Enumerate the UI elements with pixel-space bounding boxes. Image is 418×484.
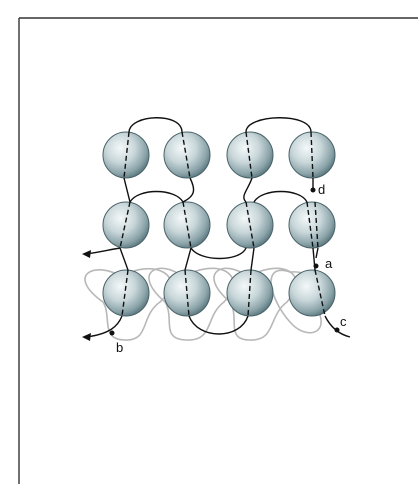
label-c: c — [340, 314, 347, 329]
bead-grid — [102, 131, 336, 317]
bead — [102, 131, 150, 179]
bead — [163, 131, 211, 179]
bead — [288, 269, 336, 317]
bead — [226, 269, 274, 317]
bead — [288, 201, 336, 249]
arrow-left-icon — [82, 250, 91, 258]
label-dots — [109, 187, 340, 336]
label-a: a — [325, 256, 333, 271]
bead — [288, 131, 336, 179]
arrow-left-icon — [82, 333, 91, 341]
bead — [102, 201, 150, 249]
bead — [226, 131, 274, 179]
bead — [163, 269, 211, 317]
thread-connectors — [85, 117, 351, 338]
bead — [163, 201, 211, 249]
label-d: d — [318, 182, 325, 197]
bead — [102, 269, 150, 317]
bead — [226, 201, 274, 249]
thread-arrows — [82, 250, 91, 341]
label-b: b — [116, 340, 123, 355]
back-thread-loops — [84, 267, 322, 341]
